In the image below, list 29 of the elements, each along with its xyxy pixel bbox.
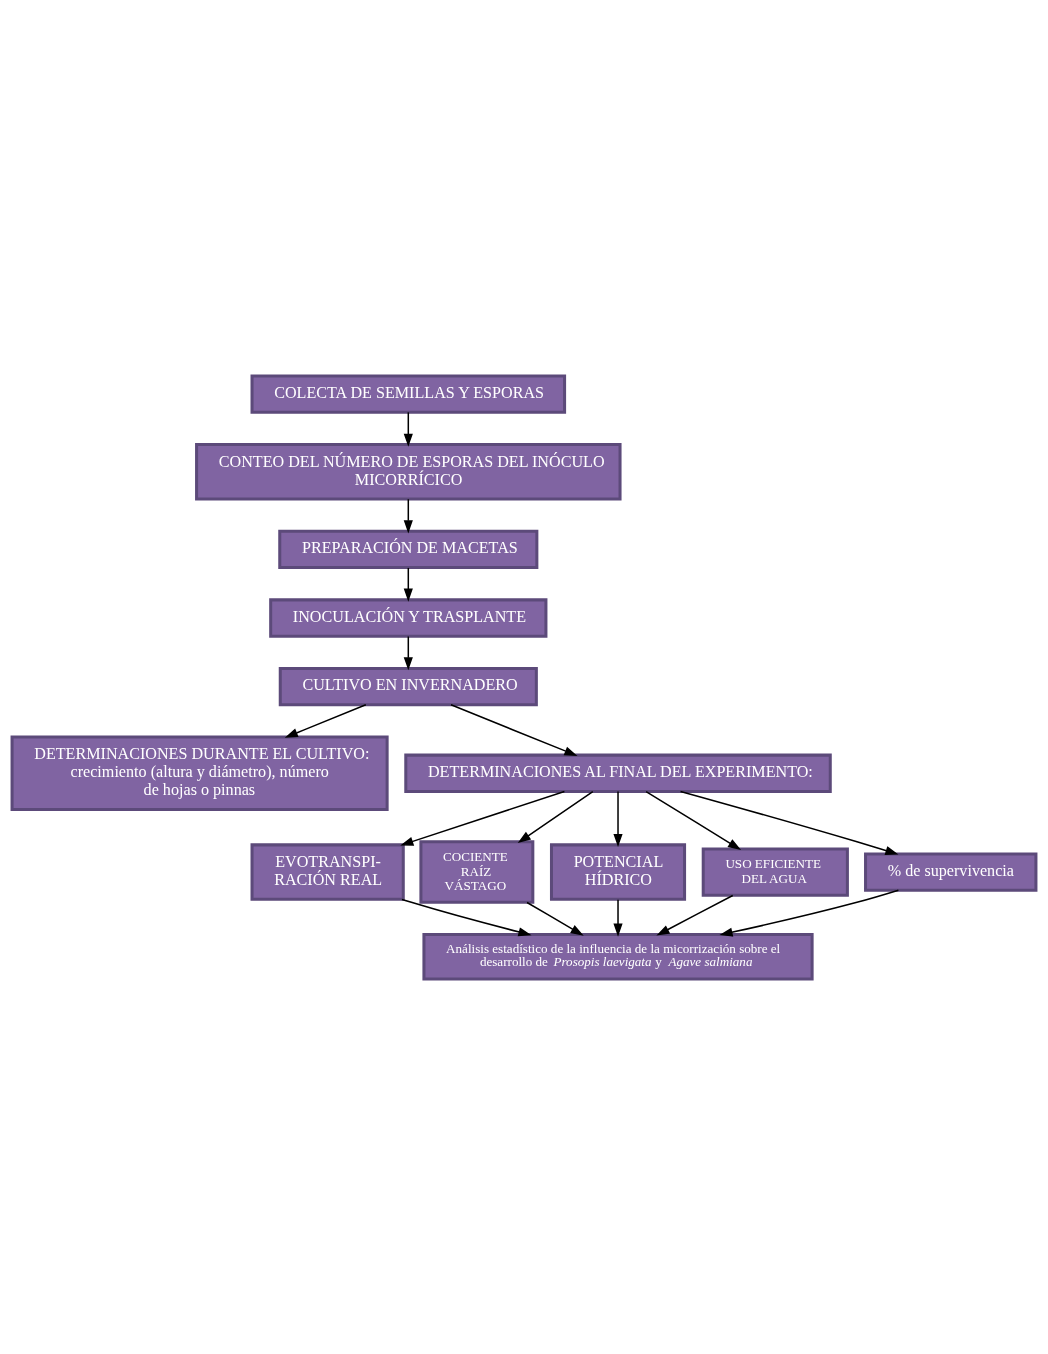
node-box: INOCULACIÓN Y TRASPLANTE xyxy=(269,597,548,638)
node-box: EVOTRANSPI- RACIÓN REAL xyxy=(250,842,405,901)
node-box: COCIENTE RAÍZ VÁSTAGO xyxy=(419,839,535,904)
arrow xyxy=(526,901,584,936)
node-box: % de supervivencia xyxy=(864,851,1038,892)
arrow xyxy=(284,703,367,738)
arrow xyxy=(401,898,532,936)
arrow xyxy=(613,898,623,937)
node-box: Análisis estadístico de la influencia de la micorrización sobre el desarrollo de Prosopis laevigata y Agave salmiana xyxy=(422,932,814,980)
arrow xyxy=(403,498,413,533)
arrow xyxy=(403,411,413,447)
node-box: USO EFICIENTE DEL AGUA xyxy=(701,846,849,897)
arrow xyxy=(400,790,566,846)
arrow xyxy=(517,790,594,843)
arrow xyxy=(719,889,900,937)
arrow xyxy=(450,703,578,756)
arrow xyxy=(645,790,742,850)
node-box: PREPARACIÓN DE MACETAS xyxy=(278,529,539,569)
node-box: POTENCIAL HÍDRICO xyxy=(549,842,687,901)
arrow xyxy=(403,566,413,602)
arrow xyxy=(656,894,734,936)
node-box: COLECTA DE SEMILLAS Y ESPORAS xyxy=(250,374,567,414)
node-box: DETERMINACIONES AL FINAL DEL EXPERIMENTO: xyxy=(404,753,832,793)
arrow xyxy=(403,635,413,670)
node-box: CULTIVO EN INVERNADERO xyxy=(278,666,538,706)
node-box: CONTEO DEL NÚMERO DE ESPORAS DEL INÓCULO MICORRÍCICO xyxy=(195,442,622,501)
arrow xyxy=(613,790,623,847)
arrow xyxy=(679,790,899,855)
node-box: DETERMINACIONES DURANTE EL CULTIVO: crecimiento (altura y diámetro), número de hojas o pinnas xyxy=(10,735,389,811)
